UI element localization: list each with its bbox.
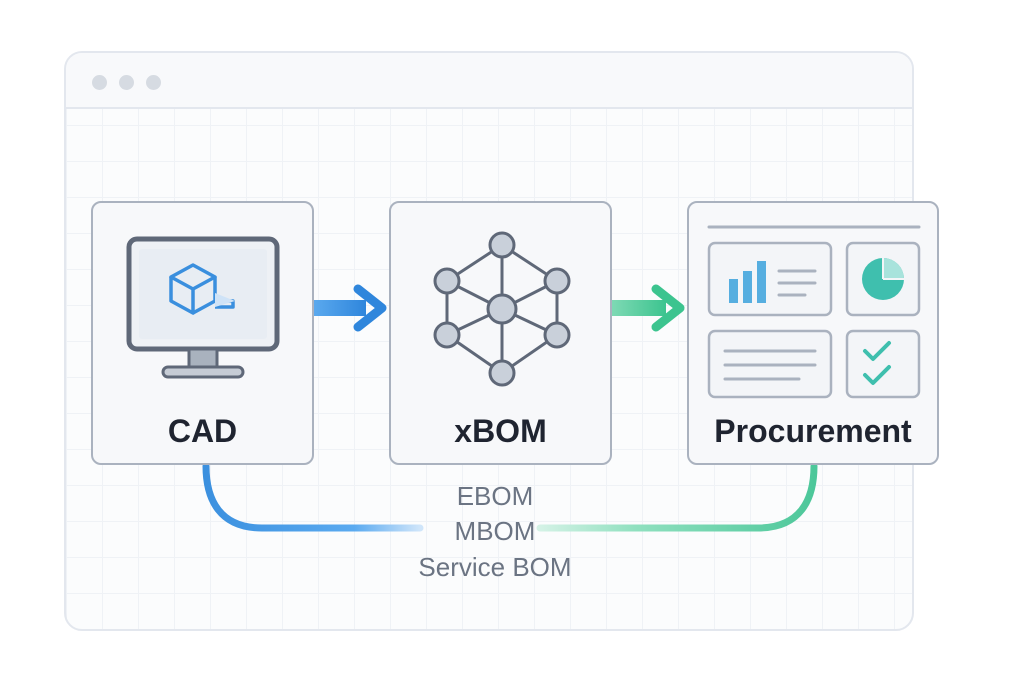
window-dot-icon (92, 75, 107, 90)
monitor-cube-icon (126, 236, 280, 379)
node-procurement: Procurement (687, 201, 939, 465)
node-cad-label: CAD (167, 413, 238, 449)
node-xbom-label: xBOM (454, 413, 547, 449)
window-title-bar (66, 53, 912, 109)
node-xbom: xBOM (389, 201, 612, 465)
bom-type-mbom: MBOM (454, 516, 536, 546)
bom-type-service-bom: Service BOM (418, 552, 572, 582)
bom-type-ebom: EBOM (456, 481, 534, 511)
bom-flow-curve-right (536, 462, 818, 532)
network-graph-icon (433, 231, 571, 387)
bom-flow-curve-left (202, 462, 424, 532)
window-dot-icon (146, 75, 161, 90)
node-cad: CAD (91, 201, 314, 465)
arrow-xbom-to-procurement (612, 284, 685, 332)
dashboard-report-icon (707, 225, 921, 399)
node-procurement-label: Procurement (714, 413, 912, 449)
arrow-cad-to-xbom (314, 284, 387, 332)
window-dot-icon (119, 75, 134, 90)
